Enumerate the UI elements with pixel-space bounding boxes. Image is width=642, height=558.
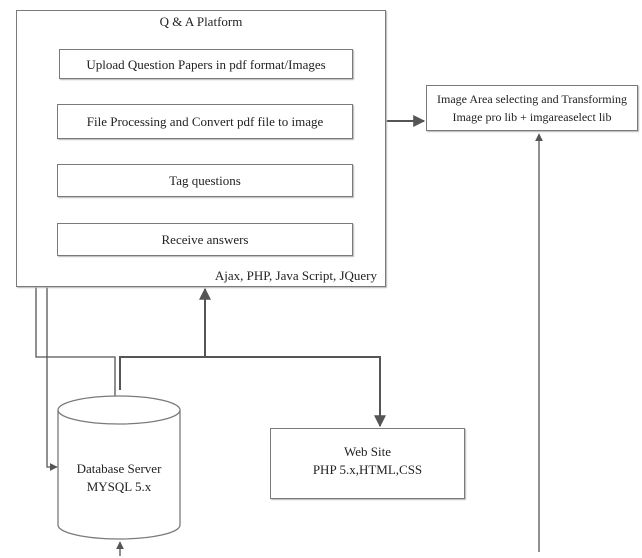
platform-title: Q & A Platform — [159, 14, 243, 29]
step-receive-answers-label: Receive answers — [161, 232, 249, 247]
step-upload-box: Upload Question Papers in pdf format/Ima… — [59, 49, 353, 79]
image-lib-line1: Image Area selecting and Transforming — [437, 92, 627, 106]
image-lib-line2: Image pro lib + imgareaselect lib — [452, 110, 612, 124]
website-line1: Web Site — [344, 444, 391, 459]
image-lib-box: Image Area selecting and Transforming Im… — [426, 85, 638, 131]
step-upload-label: Upload Question Papers in pdf format/Ima… — [86, 57, 326, 72]
line-platform-to-db — [119, 356, 205, 390]
step-tag-questions-box: Tag questions — [57, 164, 353, 197]
step-file-processing-box: File Processing and Convert pdf file to … — [57, 104, 353, 139]
step-file-processing-label: File Processing and Convert pdf file to … — [86, 114, 324, 129]
database-label-2: MYSQL 5.x — [86, 479, 152, 494]
line-platform-to-web — [205, 356, 386, 428]
database-cylinder — [57, 395, 181, 540]
step-tag-questions-label: Tag questions — [169, 173, 241, 188]
step-receive-answers-box: Receive answers — [57, 223, 353, 256]
platform-tech-label: Ajax, PHP, Java Script, JQuery — [214, 268, 377, 283]
website-line2: PHP 5.x,HTML,CSS — [312, 462, 423, 477]
website-box: Web Site PHP 5.x,HTML,CSS — [270, 428, 465, 499]
database-label-1: Database Server — [76, 461, 162, 476]
